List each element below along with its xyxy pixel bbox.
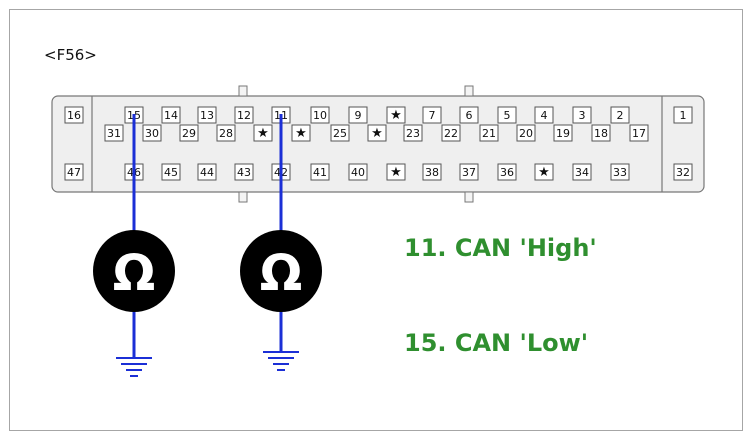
unused-pin-star: ★	[257, 126, 269, 141]
pin-number: 4	[541, 109, 548, 122]
pin-cell-18: 18	[591, 124, 611, 142]
pin-cell-41: 41	[310, 163, 330, 181]
pin-number: 18	[594, 127, 608, 140]
unused-pin-star: ★	[538, 165, 550, 180]
pin-cell-25: 25	[330, 124, 350, 142]
pin-cell-21: 21	[479, 124, 499, 142]
pin-number: 28	[219, 127, 233, 140]
pin-number: 2	[617, 109, 624, 122]
connector-housing	[51, 85, 705, 203]
pin-cell-34: 34	[572, 163, 592, 181]
pin-number: 21	[482, 127, 496, 140]
pin-cell-47: 47	[64, 163, 84, 181]
pin-number: 30	[145, 127, 159, 140]
pin-cell-13: 13	[197, 106, 217, 124]
ohmmeter-left: Ω	[93, 230, 175, 312]
pin-cell-30: 30	[142, 124, 162, 142]
pin-cell-28: 28	[216, 124, 236, 142]
pin-cell-20: 20	[516, 124, 536, 142]
unused-pin-cell: ★	[386, 163, 406, 181]
pin-cell-6: 6	[459, 106, 479, 124]
pin-number: 40	[351, 166, 365, 179]
pin-number: 47	[67, 166, 81, 179]
pin-cell-9: 9	[348, 106, 368, 124]
pin-cell-12: 12	[234, 106, 254, 124]
pin-number: 29	[182, 127, 196, 140]
pin-cell-29: 29	[179, 124, 199, 142]
pin-cell-4: 4	[534, 106, 554, 124]
pin-cell-38: 38	[422, 163, 442, 181]
pin-cell-17: 17	[629, 124, 649, 142]
unused-pin-cell: ★	[367, 124, 387, 142]
pin-cell-32: 32	[673, 163, 693, 181]
pin-cell-37: 37	[459, 163, 479, 181]
connector-pins: 161514131211109★765432131302928★★25★2322…	[64, 106, 693, 181]
pin-number: 3	[579, 109, 586, 122]
pin-number: 33	[613, 166, 627, 179]
unused-pin-star: ★	[390, 165, 402, 180]
pin-cell-31: 31	[104, 124, 124, 142]
pin-number: 43	[237, 166, 251, 179]
pin-cell-43: 43	[234, 163, 254, 181]
pin-number: 44	[200, 166, 214, 179]
pin-number: 13	[200, 109, 214, 122]
unused-pin-cell: ★	[291, 124, 311, 142]
pin-cell-22: 22	[441, 124, 461, 142]
pin-cell-2: 2	[610, 106, 630, 124]
pin-number: 25	[333, 127, 347, 140]
diagram-frame	[9, 9, 743, 431]
pin-cell-44: 44	[197, 163, 217, 181]
legend-can-low: 15. CAN 'Low'	[404, 329, 589, 357]
pin-number: 32	[676, 166, 690, 179]
pin-cell-23: 23	[403, 124, 423, 142]
pin-cell-36: 36	[497, 163, 517, 181]
pin-cell-40: 40	[348, 163, 368, 181]
pin-cell-3: 3	[572, 106, 592, 124]
pin-number: 45	[164, 166, 178, 179]
pin-number: 37	[462, 166, 476, 179]
unused-pin-star: ★	[295, 126, 307, 141]
pin-cell-45: 45	[161, 163, 181, 181]
pin-cell-10: 10	[310, 106, 330, 124]
pin-number: 31	[107, 127, 121, 140]
pin-cell-16: 16	[64, 106, 84, 124]
pin-number: 38	[425, 166, 439, 179]
pin-cell-7: 7	[422, 106, 442, 124]
pin-number: 36	[500, 166, 514, 179]
pin-number: 6	[466, 109, 473, 122]
pin-number: 23	[406, 127, 420, 140]
pin-number: 1	[680, 109, 687, 122]
ground-icon	[263, 351, 299, 371]
pin-cell-14: 14	[161, 106, 181, 124]
pin-number: 17	[632, 127, 646, 140]
ground-icon	[116, 357, 152, 377]
unused-pin-cell: ★	[534, 163, 554, 181]
ohmmeter-right: Ω	[240, 230, 322, 312]
pin-number: 12	[237, 109, 251, 122]
pin-cell-33: 33	[610, 163, 630, 181]
pin-number: 16	[67, 109, 81, 122]
pin-number: 5	[504, 109, 511, 122]
pin-number: 22	[444, 127, 458, 140]
unused-pin-cell: ★	[253, 124, 273, 142]
unused-pin-star: ★	[371, 126, 383, 141]
ohm-icon: Ω	[113, 244, 156, 302]
pin-number: 7	[429, 109, 436, 122]
pin-cell-19: 19	[553, 124, 573, 142]
pin-number: 41	[313, 166, 327, 179]
pin-number: 34	[575, 166, 589, 179]
pin-cell-5: 5	[497, 106, 517, 124]
pin-number: 19	[556, 127, 570, 140]
unused-pin-cell: ★	[386, 106, 406, 124]
pin-number: 10	[313, 109, 327, 122]
pin-number: 20	[519, 127, 533, 140]
pin-cell-1: 1	[673, 106, 693, 124]
legend-can-high: 11. CAN 'High'	[404, 234, 597, 262]
unused-pin-star: ★	[390, 108, 402, 123]
pin-number: 14	[164, 109, 178, 122]
ohm-icon: Ω	[260, 244, 303, 302]
pin-number: 9	[355, 109, 362, 122]
connector-id-label: <F56>	[44, 46, 97, 64]
